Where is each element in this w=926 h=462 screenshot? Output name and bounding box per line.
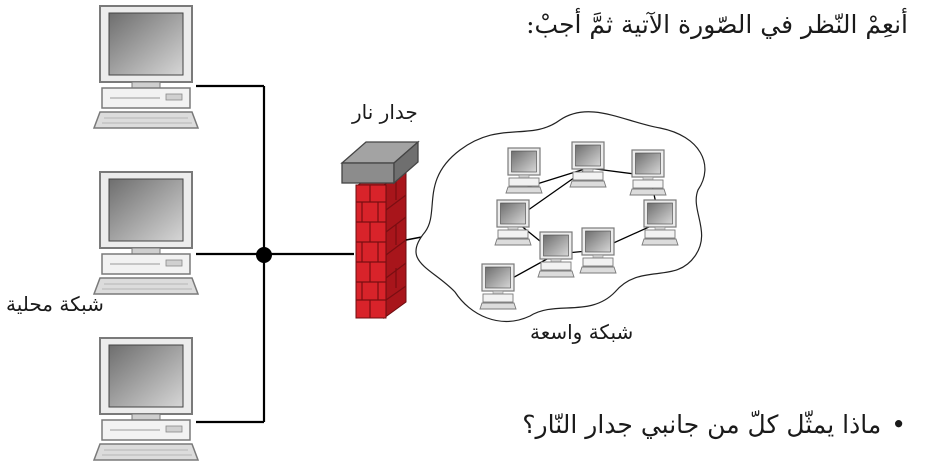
lan-label: شبكة محلية xyxy=(6,292,104,316)
wan-computer-icon xyxy=(579,227,617,274)
wan-computer-icon xyxy=(537,231,575,278)
lan-computer-icon xyxy=(93,5,199,129)
firewall-icon xyxy=(340,140,420,319)
lan-hub-node xyxy=(256,247,272,263)
lan-connections xyxy=(196,84,354,424)
bullet-icon: • xyxy=(891,410,906,439)
wan-computer-icon xyxy=(641,199,679,246)
wan-computer-icon xyxy=(479,263,517,310)
wan-computer-icon xyxy=(569,141,607,188)
wan-computer-icon xyxy=(629,149,667,196)
wan-computer-icon xyxy=(494,199,532,246)
question-text: • ماذا يمثّل كلّ من جانبي جدار النّار؟ xyxy=(522,410,906,439)
wan-label: شبكة واسعة xyxy=(530,320,634,344)
firewall-label: جدار نار xyxy=(352,100,418,124)
wan-computer-icon xyxy=(505,147,543,194)
lan-computer-icon xyxy=(93,171,199,295)
lan-computer-icon xyxy=(93,337,199,461)
instruction-text: أنعِمْ النّظر في الصّورة الآتية ثمَّ أجب… xyxy=(526,10,908,39)
question-label: ماذا يمثّل كلّ من جانبي جدار النّار؟ xyxy=(522,410,882,439)
